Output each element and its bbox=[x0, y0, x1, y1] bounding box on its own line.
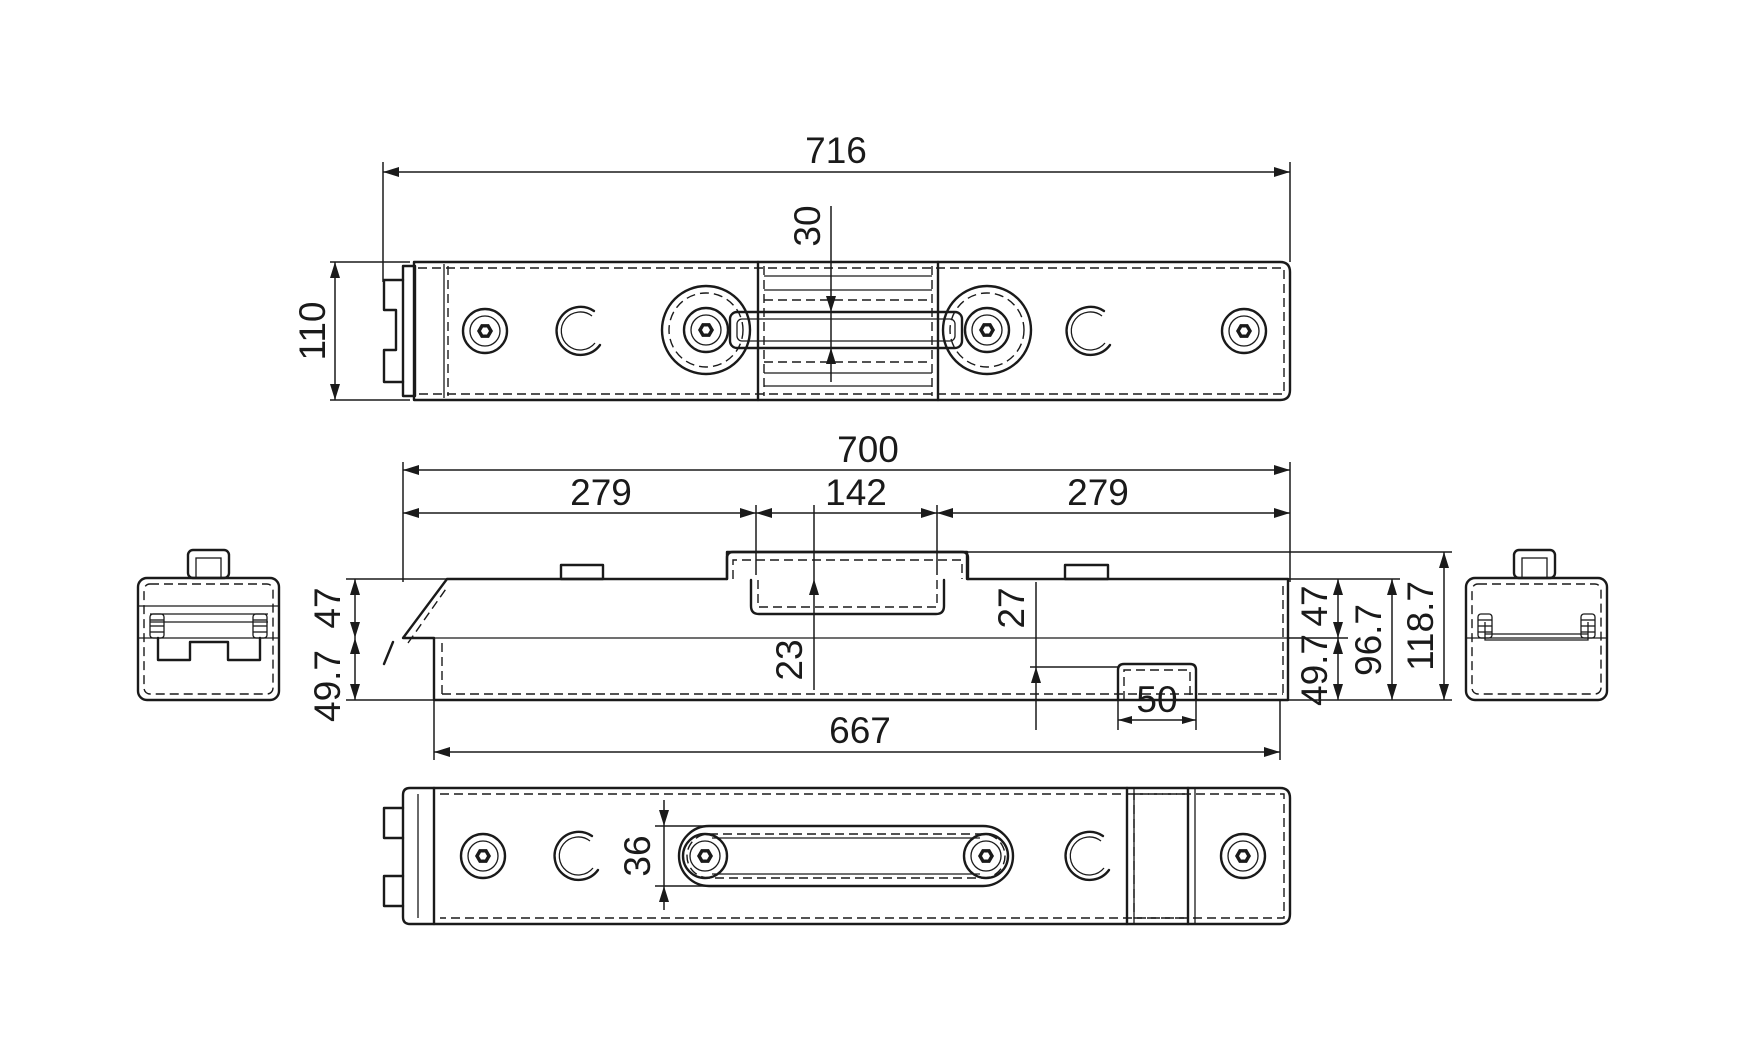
dim-142-label: 142 bbox=[825, 472, 887, 513]
pin-icon bbox=[149, 613, 165, 639]
end-clip-bottom bbox=[382, 786, 436, 926]
right-boss-top bbox=[941, 284, 1033, 376]
dim-49-7-right-label: 49.7 bbox=[1294, 634, 1335, 706]
screw-icon bbox=[962, 832, 1010, 880]
top-body-outline bbox=[412, 260, 1292, 402]
dim-716-label: 716 bbox=[805, 130, 867, 171]
dim-hole-offset-top: 30 bbox=[787, 205, 836, 382]
screw-icon bbox=[459, 832, 507, 880]
handle-bar-top bbox=[728, 310, 964, 350]
lug-right bbox=[1063, 563, 1110, 581]
dim-slot-width: 50 bbox=[1117, 679, 1197, 730]
dim-667-label: 667 bbox=[829, 710, 891, 751]
screw-icon bbox=[1220, 307, 1268, 355]
dim-27-label: 27 bbox=[991, 587, 1032, 628]
dim-segments-side: 279 142 279 bbox=[403, 472, 1290, 575]
screw-icon bbox=[963, 306, 1011, 354]
dim-96-7-label: 96.7 bbox=[1348, 604, 1389, 676]
dim-depth-23: 23 bbox=[769, 505, 819, 690]
dim-depth-27: 27 bbox=[991, 582, 1118, 730]
dim-bottom-length: 667 bbox=[433, 700, 1281, 760]
left-boss-top bbox=[660, 284, 752, 376]
dim-118-7-label: 118.7 bbox=[1400, 581, 1441, 671]
dim-overall-length-top: 716 bbox=[382, 130, 1291, 282]
ring-icon bbox=[555, 305, 602, 357]
dim-49-7-left-label: 49.7 bbox=[307, 650, 348, 722]
dim-50-label: 50 bbox=[1136, 679, 1177, 720]
end-block-bottom bbox=[1125, 786, 1196, 926]
dim-279-left-label: 279 bbox=[570, 472, 632, 513]
left-end-view bbox=[136, 548, 281, 702]
dim-47-right-label: 47 bbox=[1294, 585, 1335, 626]
side-body-outline bbox=[401, 550, 1290, 702]
dim-right-heights: 47 49.7 96.7 118.7 bbox=[968, 551, 1452, 706]
side-clip bbox=[382, 640, 395, 666]
bottom-body-outline bbox=[432, 786, 1292, 926]
dim-110-label: 110 bbox=[292, 302, 333, 361]
dim-left-heights: 47 49.7 bbox=[307, 578, 450, 722]
end-clip-top bbox=[382, 264, 417, 398]
screw-icon bbox=[461, 307, 509, 355]
top-view: 716 110 bbox=[292, 130, 1292, 402]
dim-700-label: 700 bbox=[837, 429, 899, 470]
dim-279-right-label: 279 bbox=[1067, 472, 1129, 513]
screw-icon bbox=[682, 306, 730, 354]
pin-icon bbox=[252, 613, 268, 639]
bottom-slot-side bbox=[1116, 662, 1198, 702]
central-slot-bottom bbox=[677, 824, 1015, 888]
ring-icon bbox=[1065, 305, 1112, 357]
bottom-view: 36 bbox=[382, 786, 1292, 926]
dim-36-label: 36 bbox=[617, 835, 658, 876]
center-bump-side bbox=[725, 550, 970, 616]
dim-height-top: 110 bbox=[292, 261, 410, 401]
screw-icon bbox=[681, 832, 729, 880]
dim-23-label: 23 bbox=[769, 639, 810, 680]
pin-icon bbox=[1580, 613, 1596, 639]
ring-icon bbox=[553, 830, 600, 882]
right-end-view bbox=[1464, 548, 1609, 702]
dim-30-label: 30 bbox=[787, 205, 828, 246]
center-section-top bbox=[756, 260, 940, 402]
ring-icon bbox=[1064, 830, 1111, 882]
dim-47-left-label: 47 bbox=[307, 587, 348, 628]
dim-slot-height-bottom: 36 bbox=[617, 800, 720, 910]
side-view: 700 279 142 279 bbox=[307, 429, 1452, 760]
screw-icon bbox=[1219, 832, 1267, 880]
pin-icon bbox=[1477, 613, 1493, 639]
lug-left bbox=[559, 563, 605, 581]
dim-total-length-side: 700 bbox=[402, 429, 1291, 582]
